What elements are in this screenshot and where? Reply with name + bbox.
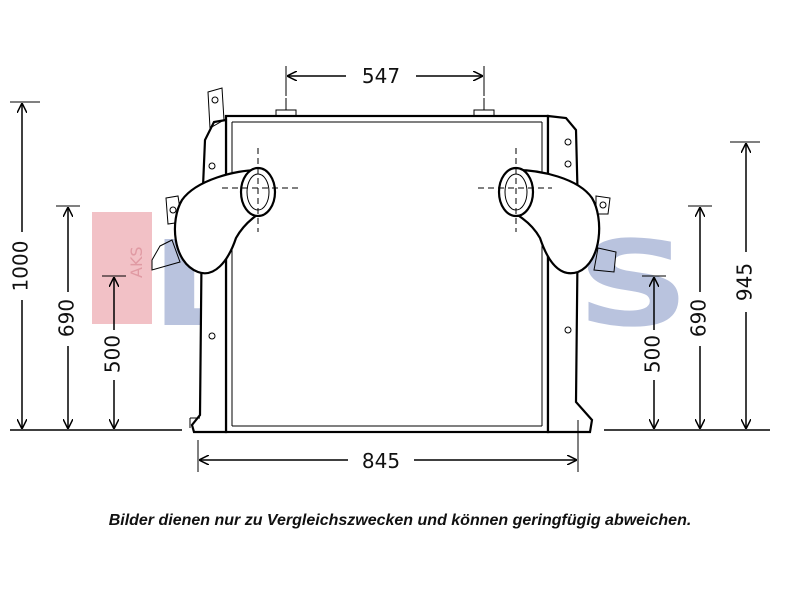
dim-bottom-width-label: 845 bbox=[362, 449, 400, 473]
left-inlet-pipe bbox=[173, 148, 298, 275]
dim-left-inlet-height: 690 bbox=[55, 205, 80, 428]
dim-right-outlet-height-label: 690 bbox=[687, 299, 711, 337]
dim-left-total-height: 1000 bbox=[9, 104, 33, 428]
dim-left-inlet-height-label: 690 bbox=[55, 299, 79, 337]
watermark-red-block bbox=[92, 212, 152, 324]
dim-right-outlet-height: 690 bbox=[687, 205, 712, 428]
top-mount-tabs bbox=[275, 98, 495, 118]
dim-left-mount-height: 500 bbox=[101, 275, 126, 428]
dim-top-width-label: 547 bbox=[362, 64, 400, 88]
dim-top-width: 547 bbox=[285, 64, 485, 96]
dim-bottom-width: 845 bbox=[197, 440, 579, 473]
right-outlet-pipe bbox=[478, 148, 601, 275]
dim-left-total-height-label: 1000 bbox=[9, 241, 33, 292]
dim-right-total-height-label: 945 bbox=[733, 263, 757, 301]
watermark-side-text: AKS bbox=[127, 246, 146, 278]
baselines bbox=[10, 101, 770, 431]
dim-right-mount-height-label: 500 bbox=[641, 335, 665, 373]
cooler-core bbox=[224, 114, 550, 434]
dim-right-total-height: 945 bbox=[733, 144, 757, 428]
dim-left-mount-height-label: 500 bbox=[101, 335, 125, 373]
dim-right-mount-height: 500 bbox=[641, 275, 666, 428]
disclaimer-text: Bilder dienen nur zu Vergleichszwecken u… bbox=[108, 512, 692, 529]
